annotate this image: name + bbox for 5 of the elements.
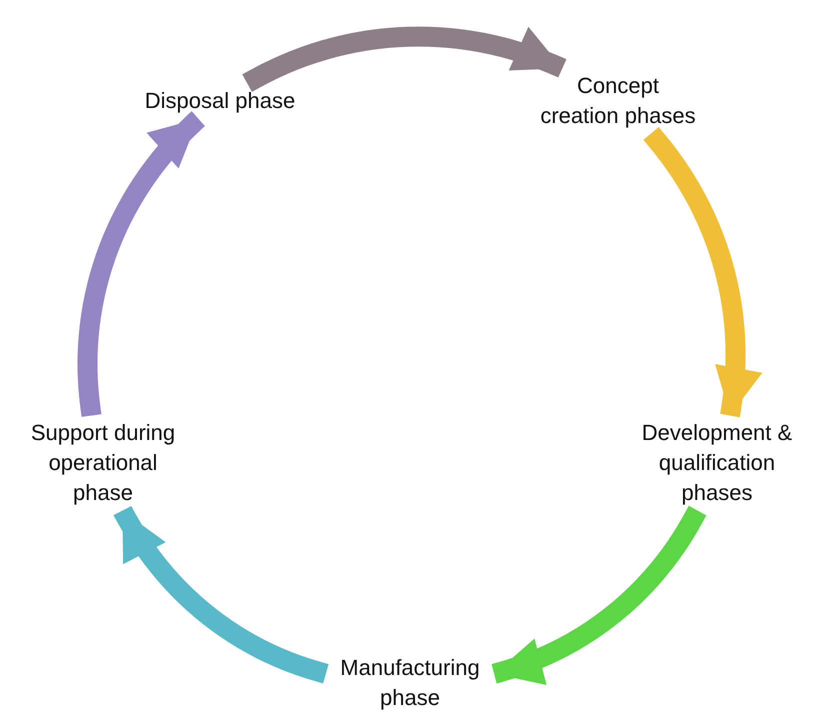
phase-label: Manufacturing phase (339, 654, 481, 712)
phase-label: Development & qualification phases (640, 419, 794, 507)
phase-label: Support during operational phase (30, 419, 176, 507)
phase-label: Concept creation phases (539, 72, 697, 130)
phase-label: Disposal phase (144, 87, 296, 115)
